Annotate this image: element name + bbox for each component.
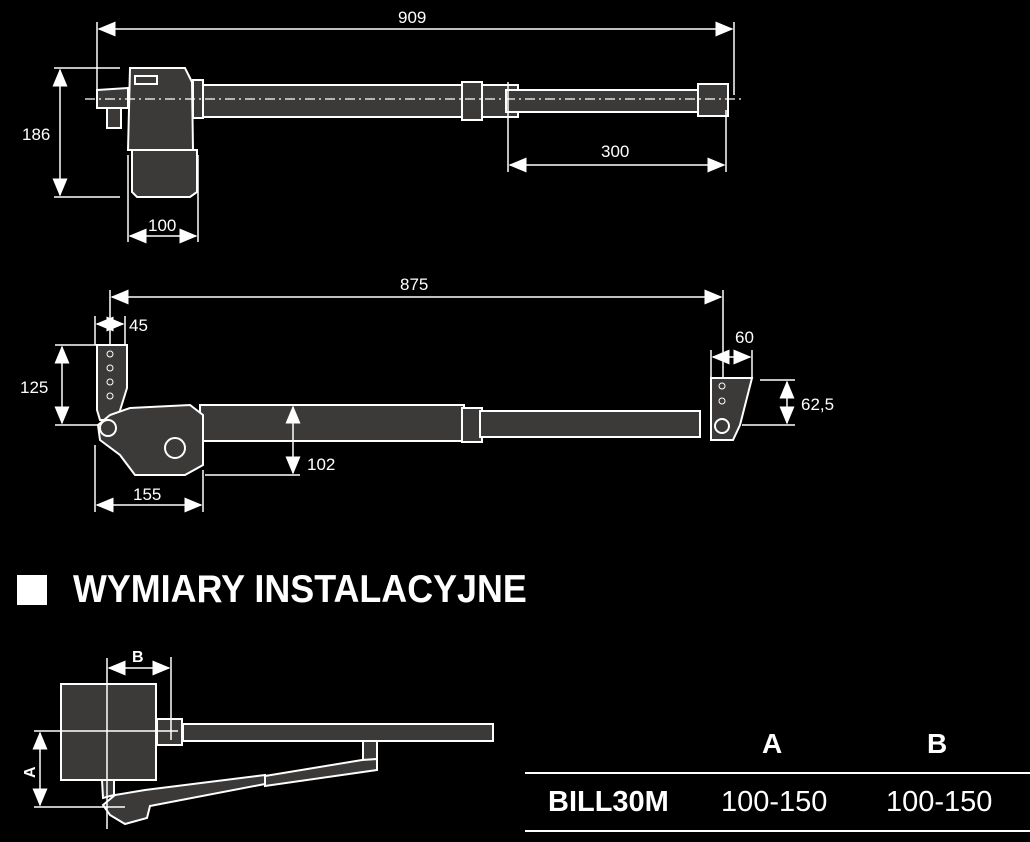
header-a: A: [762, 728, 783, 759]
dim-186: 186: [22, 125, 50, 144]
value-a: 100-150: [721, 786, 828, 818]
actuator-installed: [101, 773, 266, 826]
table-header: A B: [525, 722, 1030, 774]
table-row: BILL30M 100-150 100-150: [525, 774, 1030, 832]
actuator-tube: [199, 84, 465, 118]
motor-housing: [126, 67, 195, 151]
dim-155: 155: [133, 485, 161, 504]
label-b: B: [132, 649, 144, 666]
dim-100: 100: [148, 216, 176, 235]
section-heading: WYMIARY INSTALACYJNE: [17, 568, 566, 612]
actuator-rod: [505, 89, 703, 113]
actuator-tube-side: [199, 404, 465, 442]
dim-909: 909: [398, 8, 426, 27]
dim-875: 875: [400, 275, 428, 294]
gate-post: [60, 683, 157, 781]
label-a: A: [22, 766, 39, 778]
dim-62-5: 62,5: [801, 395, 834, 414]
top-view: 909 186 100 300: [22, 8, 745, 244]
gate-leaf: [182, 723, 494, 742]
dim-300: 300: [601, 142, 629, 161]
header-b: B: [927, 728, 948, 759]
dimensions-table: A B BILL30M 100-150 100-150: [525, 722, 1030, 832]
rear-bracket: [710, 377, 754, 441]
installation-diagram: B A: [22, 649, 494, 829]
motor-housing-side: [96, 403, 204, 476]
dim-102: 102: [307, 455, 335, 474]
model-name: BILL30M: [548, 786, 669, 818]
dim-60: 60: [735, 328, 754, 347]
dim-125: 125: [20, 378, 48, 397]
side-view: 875 45 125 102 155 60: [20, 275, 834, 513]
dim-45: 45: [129, 316, 148, 335]
value-b: 100-150: [886, 786, 993, 818]
heading-square-icon: [17, 575, 47, 605]
heading-text: WYMIARY INSTALACYJNE: [73, 568, 527, 611]
